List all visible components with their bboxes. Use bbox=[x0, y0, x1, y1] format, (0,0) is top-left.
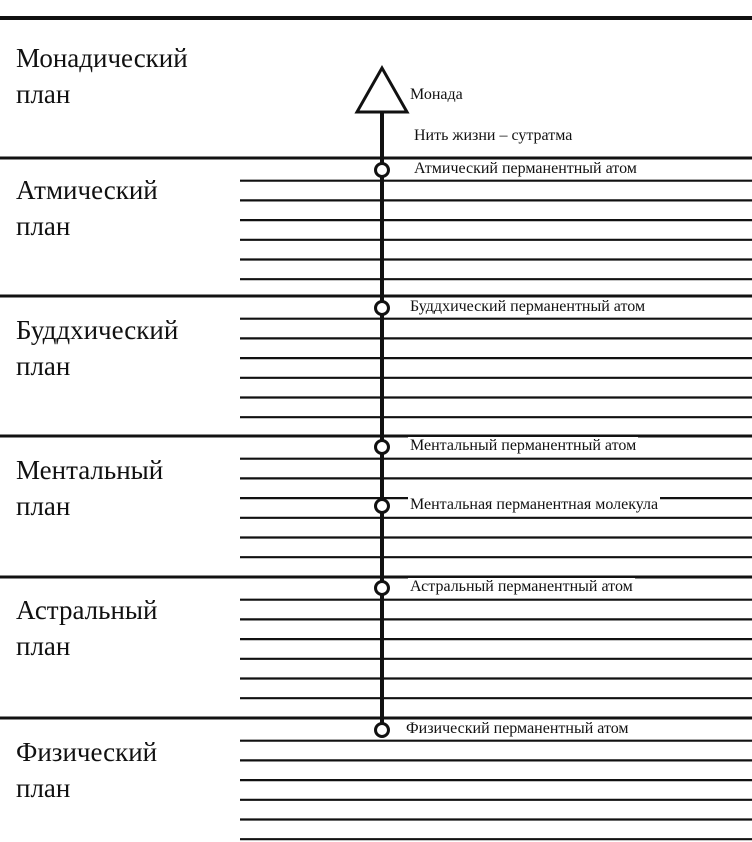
permanent-atom-circle-icon bbox=[374, 498, 390, 514]
permanent-atom-circle-icon bbox=[374, 162, 390, 178]
atom-label-atmic: Атмический перманентный атом bbox=[412, 160, 639, 178]
monad-label: Монада bbox=[408, 86, 465, 104]
atom-label-astral: Астральный перманентный атом bbox=[408, 578, 635, 596]
permanent-atom-circle-icon bbox=[374, 439, 390, 455]
permanent-atom-circle-icon bbox=[374, 300, 390, 316]
monad-triangle-icon bbox=[354, 64, 410, 114]
atom-label-physical: Физический перманентный атом bbox=[404, 720, 631, 738]
atom-label-mental: Ментальный перманентный атом bbox=[408, 437, 639, 455]
atom-label-buddhic: Буддхический перманентный атом bbox=[408, 298, 648, 316]
permanent-atom-circle-icon bbox=[374, 580, 390, 596]
sutratma-label: Нить жизни – сутратма bbox=[412, 127, 575, 145]
permanent-atom-circle-icon bbox=[374, 722, 390, 738]
molecule-label-mental: Ментальная перманентная молекула bbox=[408, 496, 661, 514]
